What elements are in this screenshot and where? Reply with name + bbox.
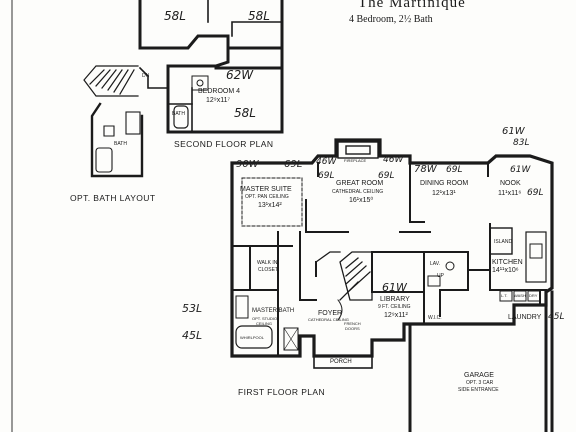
upper-stairs xyxy=(83,65,139,97)
hw-fire-l: 69L xyxy=(378,171,395,181)
up-label: UP xyxy=(437,273,444,279)
kitchen-dims: 14¹¹x10⁶ xyxy=(492,267,519,274)
hw-great-l: 69L xyxy=(318,171,335,181)
garage-note1: OPT. 3 CAR xyxy=(466,380,494,386)
laundry-washer xyxy=(513,290,527,302)
hw-top-left: 58L xyxy=(164,9,186,23)
hw-nook-l: 83L xyxy=(513,138,530,148)
kitchen-island-shape xyxy=(489,227,513,255)
upper-dn-label: DN xyxy=(142,73,150,79)
hw-nook-l2: 69L xyxy=(527,188,544,198)
porch-label: PORCH xyxy=(330,359,352,365)
bath-tub xyxy=(173,105,189,129)
bath-vanity xyxy=(191,75,209,91)
whirlpool-label: WHIRLPOOL xyxy=(240,335,265,340)
first-floor-caption: FIRST FLOOR PLAN xyxy=(238,387,326,397)
wic-label: W.I.C. xyxy=(428,315,442,321)
whirlpool-tub xyxy=(235,325,273,349)
hw-library-w: 61W xyxy=(382,281,407,294)
garage-label: GARAGE xyxy=(464,372,494,379)
pan-ceiling-outline xyxy=(241,177,303,227)
opt-bath-caption: OPT. BATH LAYOUT xyxy=(70,193,156,203)
kitchen-counter xyxy=(525,231,547,283)
laundry-tub xyxy=(499,290,513,302)
opt-bath-outline xyxy=(90,102,144,178)
bedroom4-dims: 12⁹x11⁷ xyxy=(206,97,231,104)
lav-label: LAV. xyxy=(430,261,441,267)
washer-label: WASH xyxy=(514,293,526,298)
opt-bath-fixtures xyxy=(95,111,141,173)
french-doors-line2: DOORS xyxy=(345,326,360,331)
second-floor-walls xyxy=(138,0,284,134)
library-note: 9 FT. CEILING xyxy=(378,304,411,310)
upper-bath-label: BATH xyxy=(172,111,185,117)
walk-in-closet-line2: CLOSET xyxy=(258,267,279,273)
nook-label: NOOK xyxy=(500,180,521,187)
hw-master-l: 69L xyxy=(284,159,303,170)
plan-subtitle: 4 Bedroom, 2½ Bath xyxy=(349,14,433,25)
hw-dining-w: 78W xyxy=(414,164,437,175)
hw-right-l: 45L xyxy=(548,312,565,322)
island-label: ISLAND xyxy=(494,239,513,245)
hw-master-w: 90W xyxy=(236,159,259,170)
dryer-label: DRY xyxy=(529,293,538,298)
laundry-dryer xyxy=(527,290,541,302)
master-vanity xyxy=(235,295,249,319)
second-floor-caption: SECOND FLOOR PLAN xyxy=(174,139,274,149)
french-door-swing xyxy=(337,299,343,321)
hw-great-w: 46W xyxy=(316,157,337,167)
hw-bath-l: 45L xyxy=(182,329,203,342)
opt-bath-label: BATH xyxy=(114,141,127,147)
hw-dining-l: 69L xyxy=(446,165,463,175)
master-bath-label: MASTER BATH xyxy=(252,308,295,314)
french-doors-line1: FRENCH xyxy=(344,321,361,326)
great-room-note: CATHEDRAL CEILING xyxy=(332,189,384,195)
nook-dims: 11¹x11⁶ xyxy=(498,190,522,197)
kitchen-label: KITCHEN xyxy=(492,259,523,266)
laundry-label: LAUNDRY xyxy=(508,314,542,321)
master-suite-dims: 13¹x14² xyxy=(258,202,282,209)
garage-note2: SIDE ENTRANCE xyxy=(458,387,499,393)
walk-in-closet-line1: WALK IN xyxy=(257,260,278,266)
hw-nook-w2: 61W xyxy=(510,165,531,175)
master-shower xyxy=(283,327,299,351)
main-stairs xyxy=(315,251,373,301)
laundry-tub-label: L.T. xyxy=(501,293,508,298)
foyer-label: FOYER xyxy=(318,310,343,317)
master-suite-label: MASTER SUITE xyxy=(240,186,292,193)
library-dims: 12⁹x11² xyxy=(384,312,408,319)
master-suite-note: OPT. PAN CEILING xyxy=(245,194,289,200)
dining-room-label: DINING ROOM xyxy=(420,180,469,187)
hw-nook-w: 61W xyxy=(502,126,525,137)
dining-room-dims: 12¹x13¹ xyxy=(432,190,456,197)
great-room-label: GREAT ROOM xyxy=(336,180,384,187)
library-label: LIBRARY xyxy=(380,296,410,303)
garage-walls xyxy=(408,290,554,432)
hw-top-right: 58L xyxy=(248,9,270,23)
fireplace-shape xyxy=(337,141,379,159)
lav-toilet xyxy=(445,261,455,271)
bedroom4-label: BEDROOM 4 xyxy=(198,88,241,95)
kitchen-sink-shape xyxy=(529,243,543,259)
plan-title: The Martinique xyxy=(358,0,466,11)
porch-slab xyxy=(313,355,373,369)
foyer-note: CATHEDRAL CEILING xyxy=(308,317,349,322)
hw-fire-w: 46W xyxy=(383,155,404,165)
hw-bed4-w: 62W xyxy=(226,68,254,82)
hw-bath-w: 53L xyxy=(182,302,203,315)
lav-vanity xyxy=(427,275,441,287)
first-floor-outer-walls xyxy=(230,138,554,358)
hw-bed4-l: 58L xyxy=(234,106,256,120)
master-bath-note2: CEILING xyxy=(256,321,273,326)
bath-sink xyxy=(196,79,204,87)
fireplace-label: FIREPLACE xyxy=(344,158,367,163)
second-floor-interior xyxy=(138,0,283,133)
master-bath-note1: OPT. STUDIO xyxy=(252,316,278,321)
great-room-dims: 16¹x15⁰ xyxy=(349,197,374,204)
